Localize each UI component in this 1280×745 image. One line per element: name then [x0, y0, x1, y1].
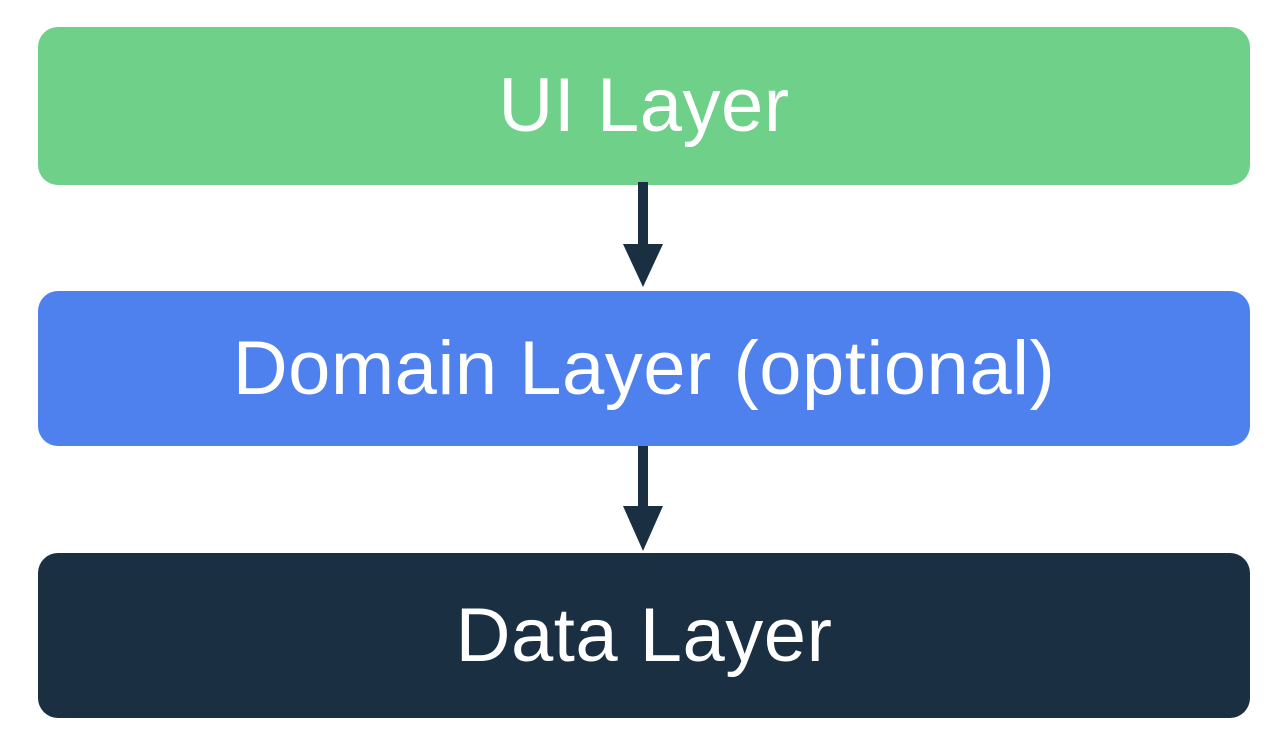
layer-label-domain: Domain Layer (optional): [232, 325, 1056, 411]
arrow-down-icon: [623, 446, 663, 551]
layer-box-data[interactable]: Data Layer: [38, 553, 1250, 718]
connector-arrow-ui-to-domain: [0, 182, 1280, 290]
arrow-down-icon: [623, 182, 663, 287]
connector-arrow-domain-to-data: [0, 444, 1280, 554]
layer-label-data: Data Layer: [455, 592, 833, 678]
layer-label-ui: UI Layer: [498, 63, 790, 148]
layer-box-ui[interactable]: UI Layer: [38, 27, 1250, 185]
layer-box-domain[interactable]: Domain Layer (optional): [38, 291, 1250, 446]
